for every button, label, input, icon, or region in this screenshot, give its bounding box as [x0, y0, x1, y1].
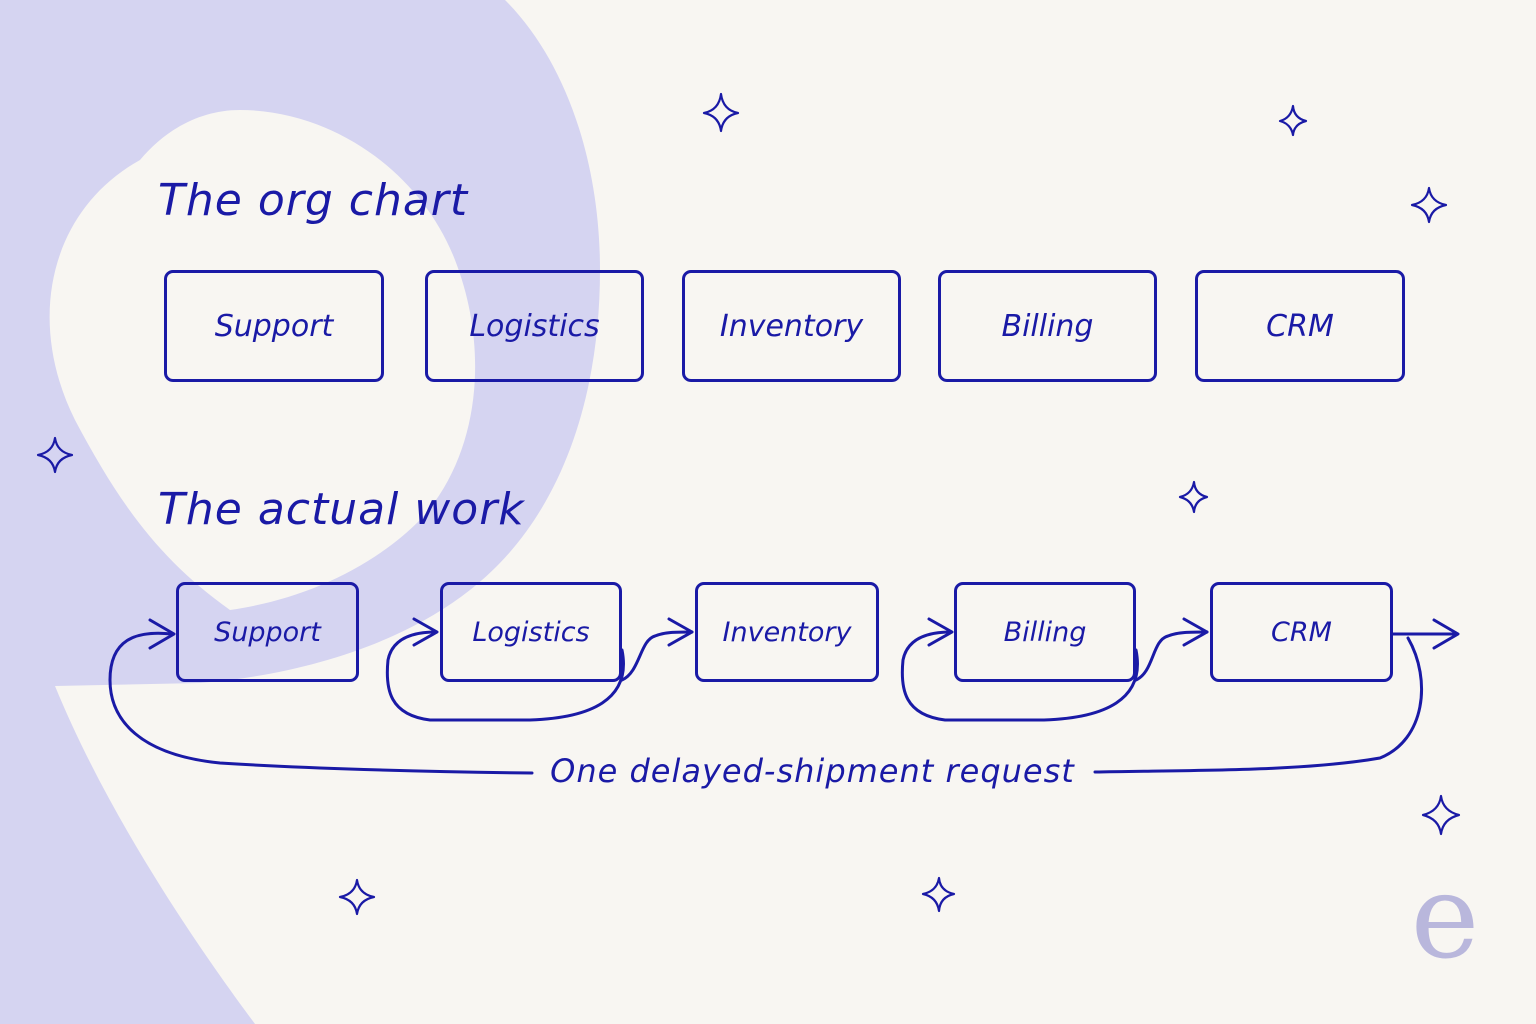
- org-chart-box-crm: CRM: [1195, 270, 1405, 382]
- workflow-box-logistics: Logistics: [440, 582, 622, 682]
- workflow-box-inventory: Inventory: [695, 582, 879, 682]
- sparkle-icon: [1410, 186, 1448, 224]
- workflow-box-support: Support: [176, 582, 359, 682]
- workflow-box-billing: Billing: [954, 582, 1136, 682]
- org-chart-box-billing: Billing: [938, 270, 1157, 382]
- sparkle-icon: [1421, 794, 1461, 836]
- connector-crm-to-support-loop: [108, 631, 534, 775]
- sparkle-icons: [36, 92, 1461, 916]
- workflow-connectors: [108, 617, 1460, 775]
- sparkle-icon: [1278, 104, 1308, 137]
- connector-crm-to-support-loop: [1093, 636, 1424, 774]
- org-chart-box-support: Support: [164, 270, 384, 382]
- sparkle-icon: [338, 878, 376, 916]
- arrow-head-outgoing: [1432, 618, 1460, 650]
- connector-logistics-to-inventory: [620, 630, 694, 682]
- arrow-head-into-support: [148, 618, 176, 650]
- arrow-head-into-crm: [1182, 617, 1209, 647]
- sparkle-icon: [921, 876, 956, 913]
- workflow-box-crm: CRM: [1210, 582, 1393, 682]
- background-swirl-shape: [0, 0, 600, 1024]
- org-chart-box-logistics: Logistics: [425, 270, 644, 382]
- org-chart-title: The org chart: [158, 175, 469, 226]
- connector-loop-into-billing: [900, 630, 1139, 722]
- sparkle-icon: [702, 92, 740, 133]
- workflow-caption: One delayed-shipment request: [550, 752, 1075, 790]
- connector-billing-to-crm: [1134, 630, 1209, 682]
- connector-loop-into-logistics: [385, 630, 625, 722]
- org-chart-box-inventory: Inventory: [682, 270, 901, 382]
- actual-work-title: The actual work: [158, 484, 525, 535]
- sparkle-icon: [36, 436, 74, 474]
- arrow-head-into-logistics: [412, 617, 439, 647]
- brand-logo: e: [1410, 850, 1480, 985]
- arrow-head-into-inventory: [667, 617, 694, 647]
- sparkle-icon: [1178, 480, 1209, 514]
- arrow-head-into-billing: [927, 617, 954, 647]
